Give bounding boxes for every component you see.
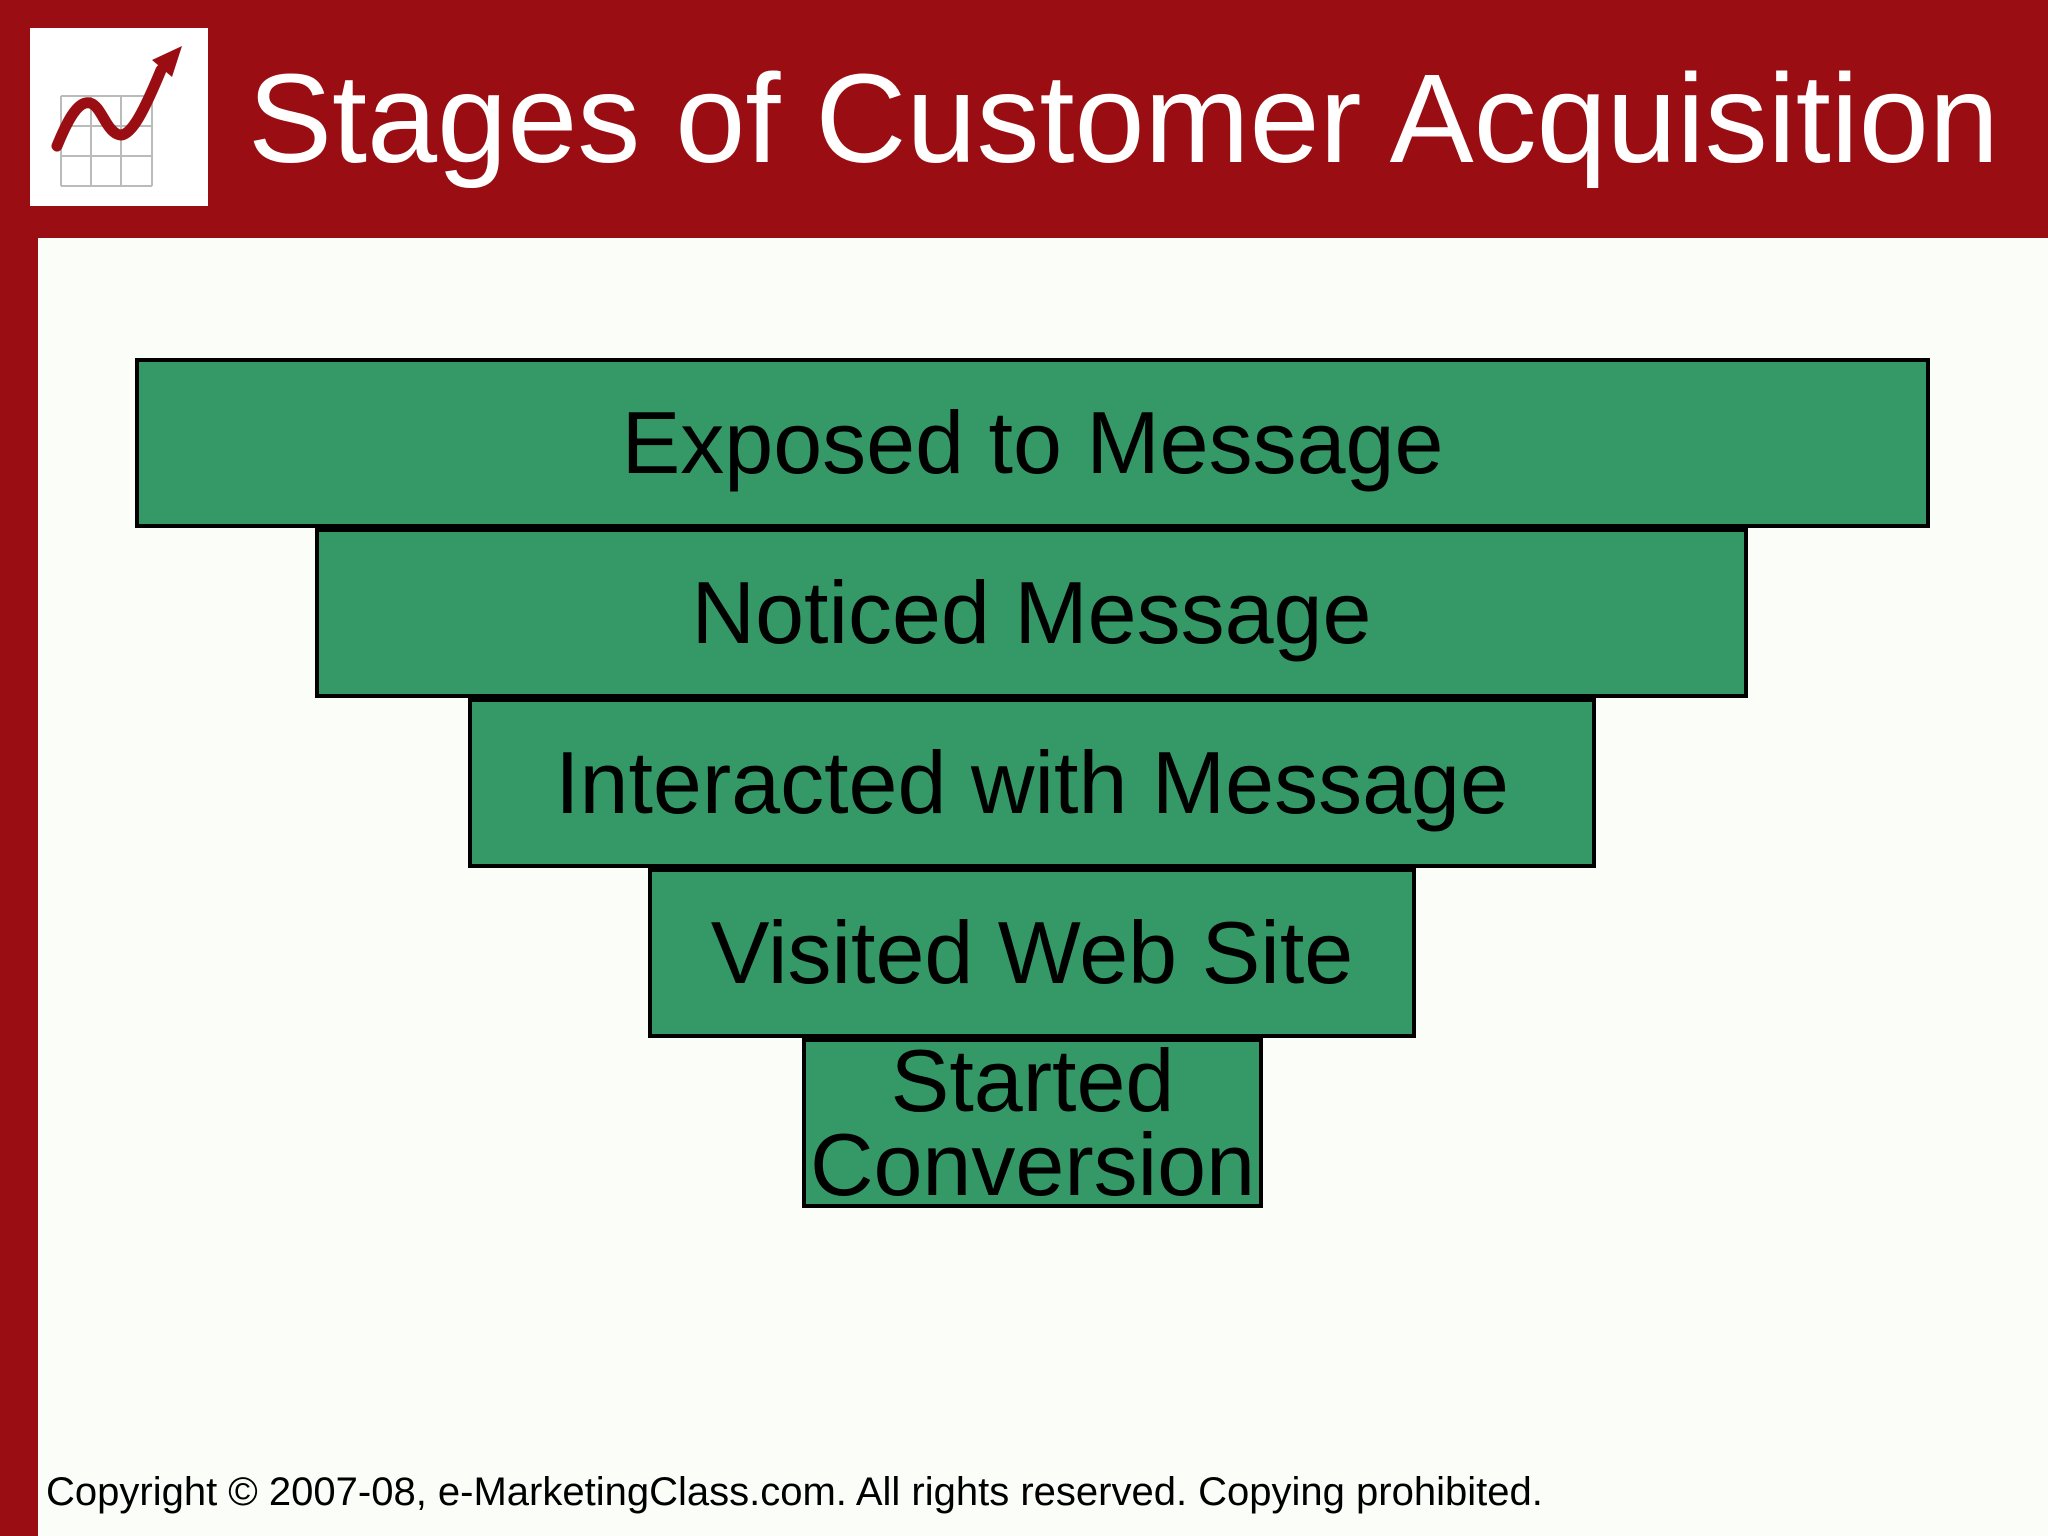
funnel-stage-interacted: Interacted with Message	[468, 698, 1596, 868]
logo	[30, 28, 208, 206]
funnel-stage-label: Exposed to Message	[621, 393, 1444, 493]
line-chart-trend-icon	[51, 46, 182, 187]
header-bar: Stages of Customer Acquisition	[0, 0, 2048, 238]
funnel-stage-label: Noticed Message	[691, 563, 1372, 663]
funnel-stage-exposed: Exposed to Message	[135, 358, 1930, 528]
page-title: Stages of Customer Acquisition	[248, 48, 1999, 189]
funnel-stage-label: Interacted with Message	[555, 733, 1509, 833]
funnel-stage-label: Started Conversion	[809, 1031, 1256, 1214]
chart-grid	[60, 95, 153, 187]
funnel-stage-visited: Visited Web Site	[648, 868, 1416, 1038]
funnel-stage-conversion: Started Conversion	[802, 1031, 1263, 1214]
arrowhead	[152, 46, 182, 77]
left-accent-stripe	[0, 0, 38, 1536]
funnel-stage-label: Visited Web Site	[710, 903, 1354, 1003]
copyright-text: Copyright © 2007-08, e-MarketingClass.co…	[46, 1470, 1543, 1514]
trend-curve	[51, 64, 167, 152]
funnel-stage-noticed: Noticed Message	[315, 528, 1748, 698]
